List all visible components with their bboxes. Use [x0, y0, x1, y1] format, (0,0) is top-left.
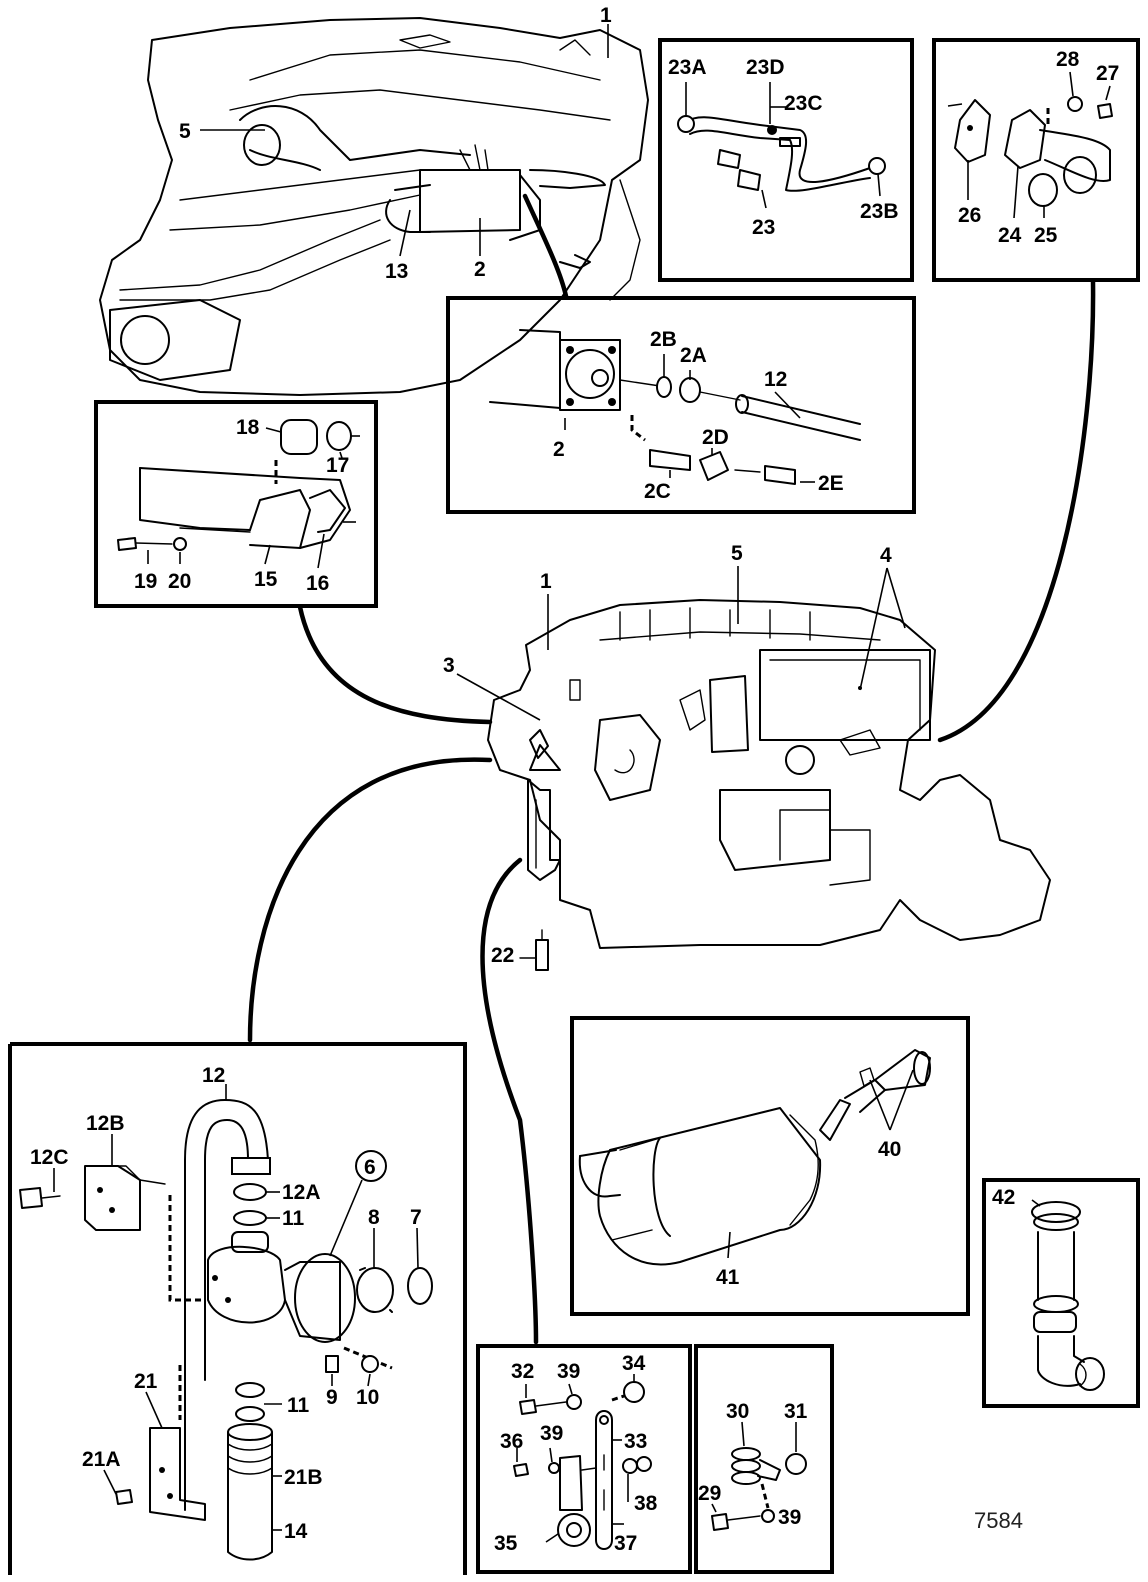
label-23B: 23B: [860, 200, 899, 223]
label-9: 9: [326, 1386, 338, 1409]
label-2B: 2B: [650, 328, 677, 351]
label-12-mid: 12: [764, 368, 787, 391]
figure-number: 7584: [974, 1508, 1023, 1533]
label-35: 35: [494, 1532, 518, 1555]
label-27: 27: [1096, 62, 1119, 85]
engine-top-view: [99, 17, 649, 396]
label-10: 10: [356, 1386, 379, 1409]
label-2E: 2E: [818, 472, 844, 495]
engine-side-view: [487, 599, 1051, 971]
label-25: 25: [1034, 224, 1058, 247]
label-12B: 12B: [86, 1112, 125, 1135]
label-37: 37: [614, 1532, 637, 1555]
label-21A: 21A: [82, 1448, 121, 1471]
label-2-top: 2: [474, 258, 486, 281]
detail-box-24: [932, 38, 1140, 282]
label-42: 42: [992, 1186, 1015, 1209]
label-38: 38: [634, 1492, 658, 1515]
label-12C: 12C: [30, 1146, 69, 1169]
detail-box-pump: [8, 1042, 467, 1575]
label-11-lower: 11: [287, 1394, 310, 1417]
label-11-upper: 11: [282, 1207, 305, 1230]
detail-box-23: [658, 38, 914, 282]
label-23A: 23A: [668, 56, 707, 79]
label-33: 33: [624, 1430, 647, 1453]
label-19: 19: [134, 570, 157, 593]
label-39-c: 39: [778, 1506, 801, 1529]
connector-lines: [247, 193, 1096, 1345]
label-15: 15: [254, 568, 278, 591]
label-39-b: 39: [540, 1422, 563, 1445]
label-2A: 2A: [680, 344, 707, 367]
label-21: 21: [134, 1370, 158, 1393]
label-1-side: 1: [540, 570, 552, 593]
label-29: 29: [698, 1482, 721, 1505]
detail-box-2: [446, 296, 916, 514]
detail-box-15: [94, 400, 378, 608]
label-23C: 23C: [784, 92, 823, 115]
label-13: 13: [385, 260, 408, 283]
label-3: 3: [443, 654, 455, 677]
label-5-side: 5: [731, 542, 743, 565]
label-7: 7: [410, 1206, 422, 1229]
label-30: 30: [726, 1400, 749, 1423]
label-26: 26: [958, 204, 981, 227]
label-24: 24: [998, 224, 1022, 247]
label-2-mid: 2: [553, 438, 565, 461]
label-16: 16: [306, 572, 329, 595]
detail-box-42: [982, 1178, 1140, 1408]
label-2D: 2D: [702, 426, 729, 449]
label-12A: 12A: [282, 1181, 321, 1204]
label-2C: 2C: [644, 480, 671, 503]
callout-circle-6: [355, 1150, 387, 1182]
label-18: 18: [236, 416, 260, 439]
label-23: 23: [752, 216, 775, 239]
label-17: 17: [326, 454, 349, 477]
label-8: 8: [368, 1206, 380, 1229]
label-20: 20: [168, 570, 191, 593]
detail-box-32: [476, 1344, 692, 1574]
label-34: 34: [622, 1352, 646, 1375]
label-21B: 21B: [284, 1466, 323, 1489]
label-5-top: 5: [179, 120, 191, 143]
label-28: 28: [1056, 48, 1080, 71]
detail-box-29: [694, 1344, 834, 1574]
label-14: 14: [284, 1520, 308, 1543]
label-32: 32: [511, 1360, 534, 1383]
label-40: 40: [878, 1138, 901, 1161]
label-4: 4: [880, 544, 892, 567]
label-6: 6: [364, 1156, 376, 1179]
label-41: 41: [716, 1266, 740, 1289]
label-36: 36: [500, 1430, 523, 1453]
label-23D: 23D: [746, 56, 785, 79]
label-1-top: 1: [600, 4, 612, 27]
label-12-bottom: 12: [202, 1064, 225, 1087]
label-22: 22: [491, 944, 514, 967]
detail-box-muffler: [570, 1016, 970, 1316]
label-39-a: 39: [557, 1360, 580, 1383]
label-31: 31: [784, 1400, 808, 1423]
